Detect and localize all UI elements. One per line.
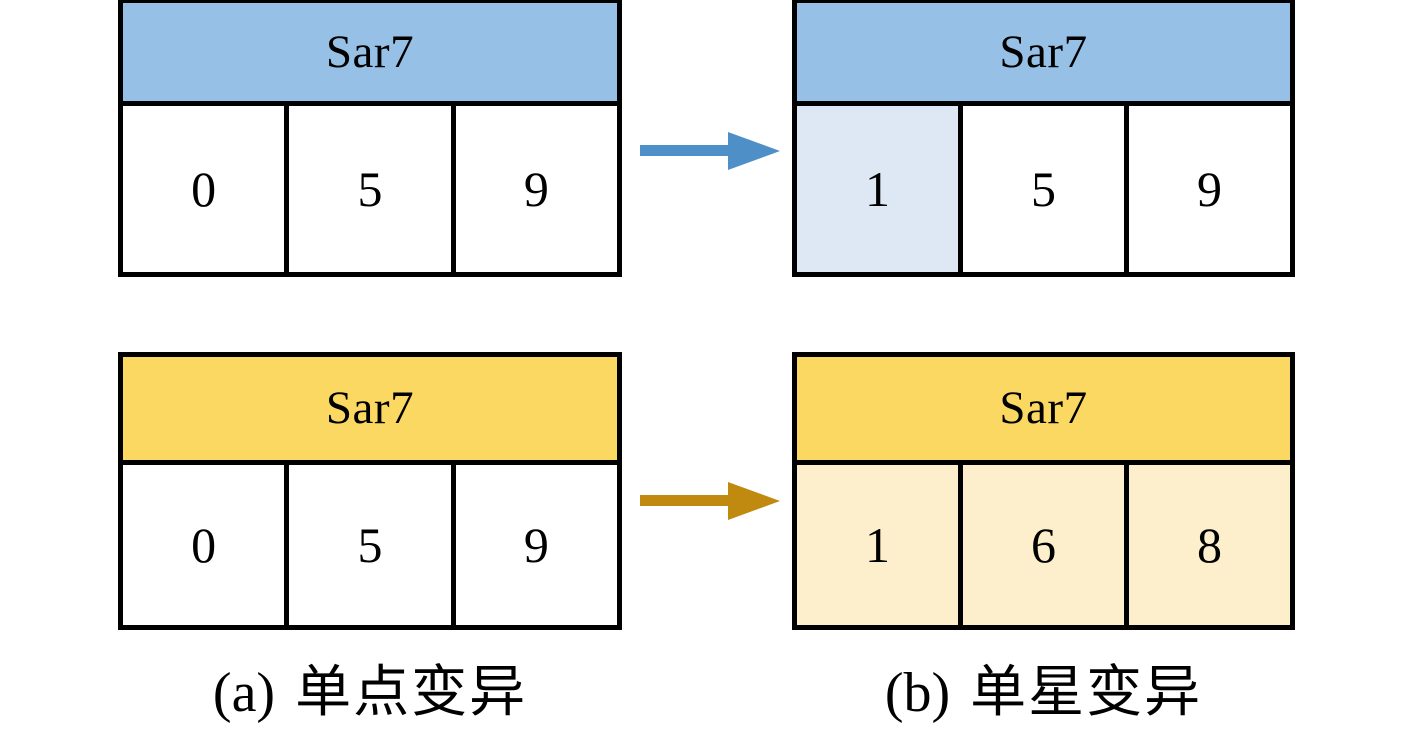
table-cell-gene-1: 5 <box>284 106 451 272</box>
table-row: 0 5 9 <box>123 106 617 272</box>
table-cell-gene-2: 9 <box>450 465 617 625</box>
table-mutated-point-mutation: Sar7 1 5 9 <box>792 0 1295 277</box>
table-cell-gene-0: 0 <box>123 106 285 272</box>
table-cell-gene-1: 6 <box>958 465 1124 625</box>
arrow-shape <box>640 132 780 170</box>
table-cell-gene-0: 1 <box>797 465 958 625</box>
table-header-cell: Sar7 <box>797 357 1290 465</box>
table-original-satellite-mutation: Sar7 0 5 9 <box>118 352 622 630</box>
caption-text: 单点变异 <box>295 660 528 725</box>
table-mutated-satellite-mutation: Sar7 1 6 8 <box>792 352 1295 630</box>
table-cell-gene-0: 1 <box>797 106 958 272</box>
caption-panel-a: (a) 单点变异 <box>118 665 622 735</box>
caption-label: (b) <box>884 662 951 724</box>
table-cell-gene-2: 9 <box>1124 106 1290 272</box>
table-row: 1 5 9 <box>797 106 1290 272</box>
table-cell-gene-1: 5 <box>284 465 451 625</box>
table-row: 1 6 8 <box>797 465 1290 625</box>
table-original-point-mutation: Sar7 0 5 9 <box>118 0 622 277</box>
right-arrow-icon <box>640 482 780 520</box>
right-arrow-icon <box>640 132 780 170</box>
table-cell-gene-1: 5 <box>958 106 1124 272</box>
caption-panel-b: (b) 单星变异 <box>792 665 1295 735</box>
table-row: 0 5 9 <box>123 465 617 625</box>
table-cell-gene-2: 8 <box>1124 465 1290 625</box>
table-cell-gene-0: 0 <box>123 465 285 625</box>
table-cell-gene-2: 9 <box>450 106 617 272</box>
table-header-cell: Sar7 <box>797 3 1290 106</box>
table-header-cell: Sar7 <box>123 3 617 106</box>
arrow-shape <box>640 482 780 520</box>
caption-label: (a) <box>212 662 276 724</box>
caption-text: 单星变异 <box>970 660 1203 725</box>
table-header-cell: Sar7 <box>123 357 617 465</box>
